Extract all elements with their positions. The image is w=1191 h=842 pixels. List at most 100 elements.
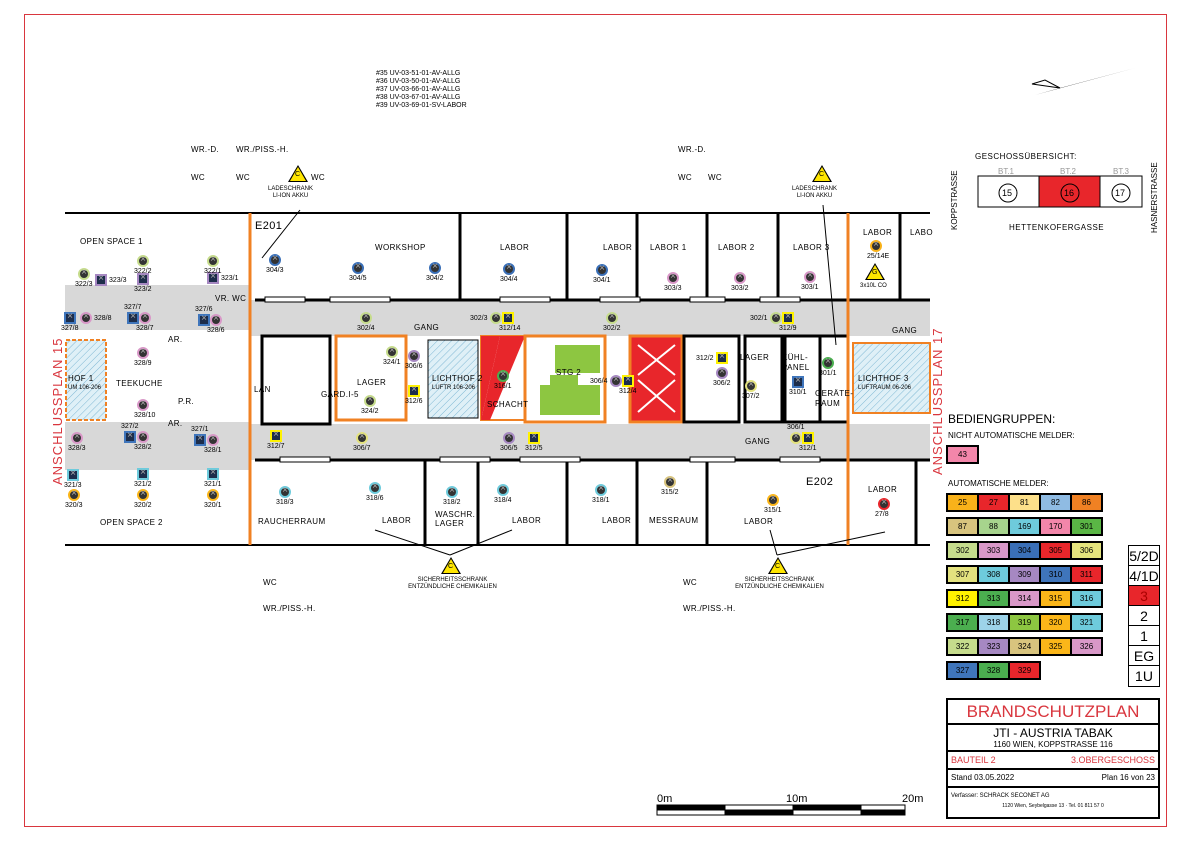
- smoke-detector-icon[interactable]: [716, 366, 728, 379]
- smoke-detector-icon[interactable]: [446, 485, 458, 498]
- smoke-detector-icon[interactable]: [503, 262, 515, 275]
- detector-label: 327/2: [121, 423, 139, 430]
- smoke-detector-icon[interactable]: [137, 398, 149, 411]
- heat-detector-icon[interactable]: [194, 433, 206, 446]
- smoke-detector-icon[interactable]: [497, 369, 509, 382]
- smoke-detector-icon[interactable]: [745, 379, 757, 392]
- floor-item[interactable]: 2: [1129, 606, 1159, 626]
- heat-detector-icon[interactable]: [502, 311, 514, 324]
- heat-detector-icon[interactable]: [137, 272, 149, 285]
- smoke-detector-icon[interactable]: [386, 345, 398, 358]
- room-label: SCHACHT: [487, 400, 529, 409]
- heat-detector-icon[interactable]: [207, 467, 219, 480]
- floor-item[interactable]: 1: [1129, 626, 1159, 646]
- smoke-detector-icon[interactable]: [667, 271, 679, 284]
- anschlussplan-left[interactable]: ANSCHLUSSPLAN 15: [50, 337, 65, 486]
- smoke-detector-icon[interactable]: [279, 485, 291, 498]
- smoke-detector-icon[interactable]: [429, 261, 441, 274]
- smoke-detector-icon[interactable]: [734, 271, 746, 284]
- smoke-detector-icon[interactable]: [137, 488, 149, 501]
- heat-detector-icon[interactable]: [127, 311, 139, 324]
- detector-label: 328/8: [94, 315, 112, 322]
- smoke-detector-icon[interactable]: [137, 254, 149, 267]
- smoke-detector-icon[interactable]: [139, 311, 151, 324]
- room-label: LICHTHOF 3: [858, 374, 909, 383]
- detector-label: 328/3: [68, 445, 86, 452]
- heat-detector-icon[interactable]: [64, 311, 76, 324]
- anschlussplan-right[interactable]: ANSCHLUSSPLAN 17: [930, 327, 945, 476]
- smoke-detector-icon[interactable]: [269, 253, 281, 266]
- note-line: #35 UV-03-51-01-AV-ALLG: [376, 70, 461, 77]
- heat-detector-icon[interactable]: [270, 429, 282, 442]
- heat-detector-icon[interactable]: [716, 351, 728, 364]
- smoke-detector-icon[interactable]: [870, 239, 882, 252]
- note-line: #36 UV-03-50-01-AV-ALLG: [376, 78, 461, 85]
- room-label: LABOR: [868, 485, 898, 494]
- heat-detector-icon[interactable]: [782, 311, 794, 324]
- smoke-detector-icon[interactable]: [68, 488, 80, 501]
- smoke-detector-icon[interactable]: [595, 483, 607, 496]
- heat-detector-icon[interactable]: [622, 374, 634, 387]
- section-number[interactable]: 17: [1115, 188, 1126, 198]
- smoke-detector-icon[interactable]: [207, 433, 219, 446]
- smoke-detector-icon[interactable]: [497, 483, 509, 496]
- legend-cell: 306: [1072, 543, 1101, 558]
- smoke-detector-icon[interactable]: [360, 311, 372, 324]
- detector-label: 322/3: [75, 281, 93, 288]
- room-label: LABOR 3: [793, 243, 830, 252]
- floor-item[interactable]: 4/1D: [1129, 568, 1159, 586]
- street-bottom: HETTENKOFERGASSE: [1009, 223, 1105, 232]
- smoke-detector-icon[interactable]: [71, 431, 83, 444]
- smoke-detector-icon[interactable]: [369, 481, 381, 494]
- smoke-detector-icon[interactable]: [356, 431, 368, 444]
- smoke-detector-icon[interactable]: [822, 356, 834, 369]
- section-number[interactable]: 15: [1002, 188, 1013, 198]
- heat-detector-icon[interactable]: [792, 375, 804, 388]
- heat-detector-icon[interactable]: [802, 431, 814, 444]
- smoke-detector-icon[interactable]: [210, 313, 222, 326]
- section-number[interactable]: 16: [1064, 188, 1075, 198]
- floor-item[interactable]: 3: [1129, 586, 1159, 606]
- smoke-detector-icon[interactable]: [664, 475, 676, 488]
- detector-label: 306/4: [590, 378, 608, 385]
- smoke-detector-icon[interactable]: [408, 349, 420, 362]
- heat-detector-icon[interactable]: [95, 273, 107, 286]
- smoke-detector-icon[interactable]: [137, 346, 149, 359]
- smoke-detector-icon[interactable]: [207, 254, 219, 267]
- heat-detector-icon[interactable]: [124, 430, 136, 443]
- smoke-detector-icon[interactable]: [596, 263, 608, 276]
- smoke-detector-icon[interactable]: [503, 431, 515, 444]
- smoke-detector-icon[interactable]: [610, 374, 622, 387]
- smoke-detector-icon[interactable]: [790, 431, 802, 444]
- smoke-detector-icon[interactable]: [207, 488, 219, 501]
- floor-item[interactable]: 1U: [1135, 668, 1153, 684]
- smoke-detector-icon[interactable]: [352, 261, 364, 274]
- smoke-detector-icon[interactable]: [606, 311, 618, 324]
- heat-detector-icon[interactable]: [137, 467, 149, 480]
- heat-detector-icon[interactable]: [408, 384, 420, 397]
- heat-detector-icon[interactable]: [198, 313, 210, 326]
- hazard-warning-icon: C: [441, 557, 461, 574]
- detector-label: 320/1: [204, 502, 222, 509]
- smoke-detector-icon[interactable]: [137, 430, 149, 443]
- smoke-detector-icon[interactable]: [770, 311, 782, 324]
- smoke-detector-icon[interactable]: [364, 394, 376, 407]
- heat-detector-icon[interactable]: [528, 431, 540, 444]
- heat-detector-icon[interactable]: [207, 271, 219, 284]
- smoke-detector-icon[interactable]: [804, 270, 816, 283]
- room-label: LABOR: [500, 243, 530, 252]
- heat-detector-icon[interactable]: [67, 468, 79, 481]
- detector-label: 306/5: [500, 445, 518, 452]
- smoke-detector-icon[interactable]: [80, 311, 92, 324]
- room-label: AR.: [168, 335, 183, 344]
- smoke-detector-icon[interactable]: [767, 493, 779, 506]
- room-label: WASCHR.: [435, 510, 476, 519]
- smoke-detector-icon[interactable]: [78, 267, 90, 280]
- floor-item[interactable]: 5/2D: [1129, 548, 1159, 566]
- smoke-detector-icon[interactable]: [490, 311, 502, 324]
- floor-item[interactable]: EG: [1129, 646, 1159, 666]
- smoke-detector-icon[interactable]: [878, 497, 890, 510]
